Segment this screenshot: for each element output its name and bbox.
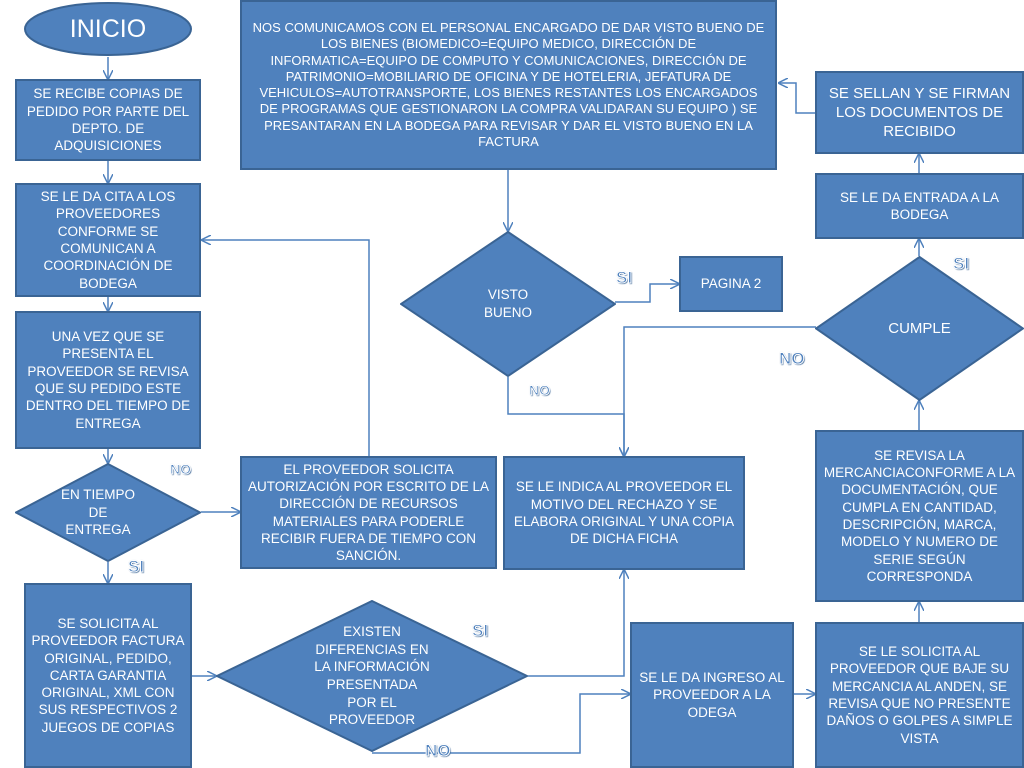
label-si-on-time: SI xyxy=(127,557,145,577)
supplier-appointment-step: SE LE DA CITA A LOS PROVEEDORES CONFORME… xyxy=(15,183,201,297)
label-no-approval: NO xyxy=(529,382,551,399)
seal-documents-step: SE SELLAN Y SE FIRMAN LOS DOCUMENTOS DE … xyxy=(815,71,1024,154)
request-invoice-step: SE SOLICITA AL PROVEEDOR FACTURA ORIGINA… xyxy=(24,583,192,768)
start-label: INICIO xyxy=(69,14,147,43)
supplier-entry-text: SE LE DA INGRESO AL PROVEEDOR A LA ODEGA xyxy=(639,670,785,720)
arrow-diferencias-rechazo xyxy=(528,570,624,677)
label-no-cumple: NO xyxy=(779,349,805,369)
unload-merchandise-step: SE LE SOLICITA AL PROVEEDOR QUE BAJE SU … xyxy=(815,622,1024,768)
label-si-cumple: SI xyxy=(952,254,970,274)
compliance-text: CUMPLE xyxy=(888,319,951,337)
on-time-decision: EN TIEMPO DE ENTREGA xyxy=(15,463,201,562)
arrow-vistobueno-pagina2 xyxy=(615,284,679,303)
arrow-cumple-rechazo xyxy=(624,326,816,456)
differences-decision: EXISTEN DIFERENCIAS EN LA INFORMACIÓN PR… xyxy=(216,600,528,752)
start-node: INICIO xyxy=(23,1,193,57)
label-si-approval: SI xyxy=(615,268,633,288)
review-merchandise-text: SE REVISA LA MERCANCIACONFORME A LA DOCU… xyxy=(823,447,1016,584)
approval-text: VISTO BUENO xyxy=(483,287,532,320)
delivery-time-check-text: UNA VEZ QUE SE PRESENTA EL PROVEEDOR SE … xyxy=(25,329,191,431)
arrow-vistobueno-no xyxy=(507,377,624,456)
receive-copies-step: SE RECIBE COPIAS DE PEDIDO POR PARTE DEL… xyxy=(15,79,201,161)
contact-staff-step: NOS COMUNICAMOS CON EL PERSONAL ENCARGAD… xyxy=(240,0,777,170)
compliance-decision: CUMPLE xyxy=(815,256,1024,401)
contact-staff-text: NOS COMUNICAMOS CON EL PERSONAL ENCARGAD… xyxy=(252,20,765,149)
differences-text: EXISTEN DIFERENCIAS EN LA INFORMACIÓN PR… xyxy=(314,624,430,728)
request-invoice-text: SE SOLICITA AL PROVEEDOR FACTURA ORIGINA… xyxy=(31,616,185,735)
on-time-text: EN TIEMPO DE ENTREGA xyxy=(60,487,135,538)
warehouse-entry-step: SE LE DA ENTRADA A LA BODEGA xyxy=(815,173,1024,239)
delivery-time-check-step: UNA VEZ QUE SE PRESENTA EL PROVEEDOR SE … xyxy=(15,311,201,449)
label-si-differences: SI xyxy=(471,621,489,641)
label-no-on-time: NO xyxy=(170,461,192,478)
rejection-text: SE LE INDICA AL PROVEEDOR EL MOTIVO DEL … xyxy=(513,479,735,547)
page-2-connector: PAGINA 2 xyxy=(679,256,783,312)
supplier-entry-step: SE LE DA INGRESO AL PROVEEDOR A LA ODEGA xyxy=(630,622,794,768)
review-merchandise-step: SE REVISA LA MERCANCIACONFORME A LA DOCU… xyxy=(815,430,1024,602)
page-2-text: PAGINA 2 xyxy=(700,276,762,292)
arrow-sellan-comunicamos xyxy=(779,83,815,114)
approval-decision: VISTO BUENO xyxy=(400,231,616,377)
arrow-diferencias-ingreso xyxy=(372,694,630,754)
late-authorization-step: EL PROVEEDOR SOLICITA AUTORIZACIÓN POR E… xyxy=(240,456,497,569)
rejection-step: SE LE INDICA AL PROVEEDOR EL MOTIVO DEL … xyxy=(503,456,745,570)
receive-copies-text: SE RECIBE COPIAS DE PEDIDO POR PARTE DEL… xyxy=(26,86,190,154)
warehouse-entry-text: SE LE DA ENTRADA A LA BODEGA xyxy=(839,189,1000,222)
supplier-appointment-text: SE LE DA CITA A LOS PROVEEDORES CONFORME… xyxy=(40,189,176,291)
late-authorization-text: EL PROVEEDOR SOLICITA AUTORIZACIÓN POR E… xyxy=(247,461,490,564)
arrow-autorizacion-cita xyxy=(202,240,370,456)
label-no-differences: NO xyxy=(425,741,451,761)
unload-merchandise-text: SE LE SOLICITA AL PROVEEDOR QUE BAJE SU … xyxy=(826,644,1013,746)
seal-documents-text: SE SELLAN Y SE FIRMAN LOS DOCUMENTOS DE … xyxy=(828,84,1011,141)
